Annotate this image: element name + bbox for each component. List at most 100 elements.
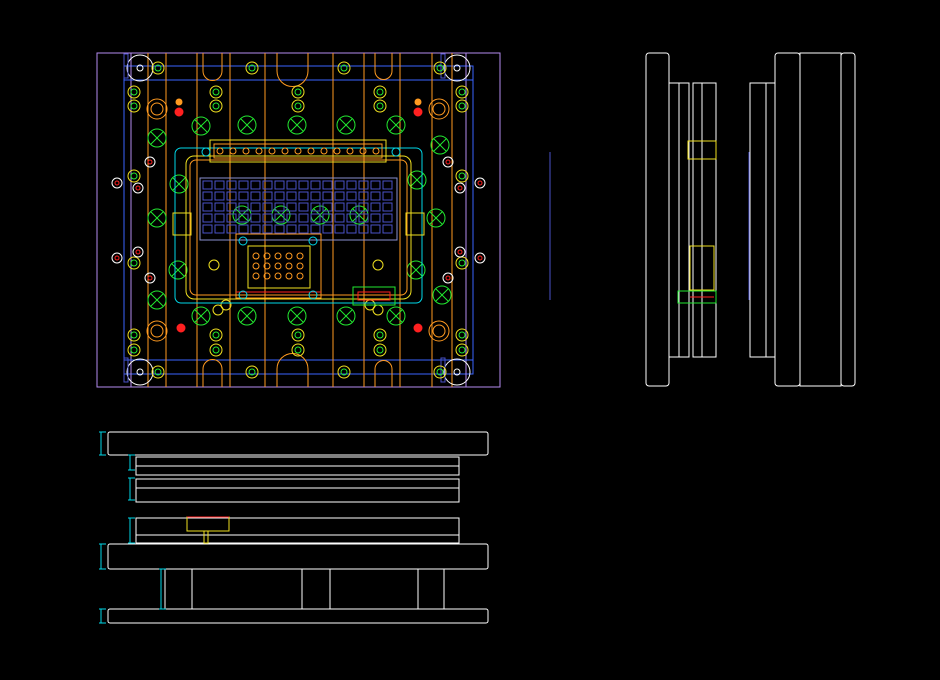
mold-top-view	[97, 53, 500, 387]
key-cap-cavity	[383, 214, 392, 222]
key-cap-cavity	[323, 203, 332, 211]
sprue-point	[414, 108, 422, 116]
cyan-pin	[392, 148, 400, 156]
key-cap-cavity	[287, 225, 296, 233]
cooling-hole-cross	[241, 310, 253, 322]
key-cap-cavity	[323, 181, 332, 189]
key-cap-cavity	[323, 225, 332, 233]
cooling-hole	[288, 307, 306, 325]
key-cap-cavity	[335, 225, 344, 233]
key-cap-cavity	[287, 181, 296, 189]
key-cap-cavity	[203, 192, 212, 200]
rail-notch-bottom	[203, 360, 222, 388]
touchpad-pin	[297, 253, 303, 259]
side-clamp-plate-right	[775, 53, 800, 386]
touchpad-pin	[264, 263, 270, 269]
key-cap-cavity	[299, 181, 308, 189]
cooling-hole-cross	[172, 264, 184, 276]
bolt-center	[213, 103, 219, 109]
key-cap-cavity	[227, 225, 236, 233]
screw-hole	[112, 253, 122, 263]
touchpad-pin	[297, 263, 303, 269]
key-cap-cavity	[287, 192, 296, 200]
bolt-hole	[210, 344, 222, 356]
gate-insert	[353, 287, 395, 305]
key-cap-cavity	[203, 214, 212, 222]
slider-pin	[360, 148, 366, 154]
bolt-center	[155, 369, 161, 375]
key-cap-cavity	[311, 214, 320, 222]
key-cap-cavity	[215, 214, 224, 222]
key-cap-cavity	[239, 181, 248, 189]
touchpad-pin	[275, 273, 281, 279]
screw-center	[458, 250, 462, 254]
front-plate	[136, 457, 459, 466]
screw-center	[446, 160, 450, 164]
corner-guide-pin	[137, 65, 143, 71]
key-cap-cavity	[287, 203, 296, 211]
top-view-keyboard-part	[173, 140, 424, 305]
bolt-hole	[128, 100, 140, 112]
cooling-hole-cross	[151, 212, 163, 224]
key-cap-cavity	[371, 214, 380, 222]
touchpad-pin	[297, 273, 303, 279]
screw-center	[148, 160, 152, 164]
key-cap-cavity	[227, 192, 236, 200]
screw-center	[136, 250, 140, 254]
bolt-center	[249, 369, 255, 375]
cooling-hole-cross	[434, 139, 446, 151]
front-spacer-block	[165, 569, 192, 609]
key-cap-cavity	[299, 203, 308, 211]
cooling-hole-cross	[340, 310, 352, 322]
bolt-hole	[456, 329, 468, 341]
bolt-hole	[456, 86, 468, 98]
touchpad-pin	[286, 263, 292, 269]
bolt-center	[377, 103, 383, 109]
rail-notch-top	[203, 53, 222, 81]
bolt-hole	[210, 86, 222, 98]
cyan-pin	[239, 291, 247, 299]
key-cap-cavity	[275, 225, 284, 233]
touchpad-pin	[286, 253, 292, 259]
cooling-hole	[192, 307, 210, 325]
bolt-center	[377, 332, 383, 338]
rail-notch-top	[277, 53, 308, 87]
key-cap-cavity	[215, 225, 224, 233]
side-clamp-plate-left	[646, 53, 669, 386]
corner-guide-pin	[454, 65, 460, 71]
screw-hole	[455, 183, 465, 193]
side-plate	[766, 83, 775, 357]
bolt-hole	[292, 86, 304, 98]
key-cap-cavity	[311, 225, 320, 233]
key-cap-cavity	[263, 225, 272, 233]
key-cap-cavity	[323, 192, 332, 200]
side-plate	[693, 83, 702, 357]
cyan-pin	[239, 237, 247, 245]
bolt-hole	[246, 62, 258, 74]
bolt-hole	[434, 366, 446, 378]
marker-dot	[415, 99, 421, 105]
key-cap-cavity	[275, 181, 284, 189]
key-cap-cavity	[335, 203, 344, 211]
cooling-hole-cross	[436, 289, 448, 301]
side-plate	[702, 83, 716, 357]
touchpad-insert	[248, 246, 310, 288]
key-cap-cavity	[371, 192, 380, 200]
front-spacer-block	[302, 569, 330, 609]
slider-pin	[373, 148, 379, 154]
bolt-hole	[292, 329, 304, 341]
bolt-center	[459, 332, 465, 338]
bolt-hole	[338, 366, 350, 378]
bolt-center	[377, 89, 383, 95]
sprue-point	[175, 108, 183, 116]
screw-hole	[455, 247, 465, 257]
key-cap-cavity	[383, 181, 392, 189]
slider-pin	[295, 148, 301, 154]
screw-center	[115, 181, 119, 185]
bolt-center	[459, 260, 465, 266]
marker-dot	[176, 99, 182, 105]
bolt-center	[213, 347, 219, 353]
bolt-center	[459, 103, 465, 109]
ejector-pin	[221, 300, 231, 310]
key-cap-cavity	[371, 225, 380, 233]
